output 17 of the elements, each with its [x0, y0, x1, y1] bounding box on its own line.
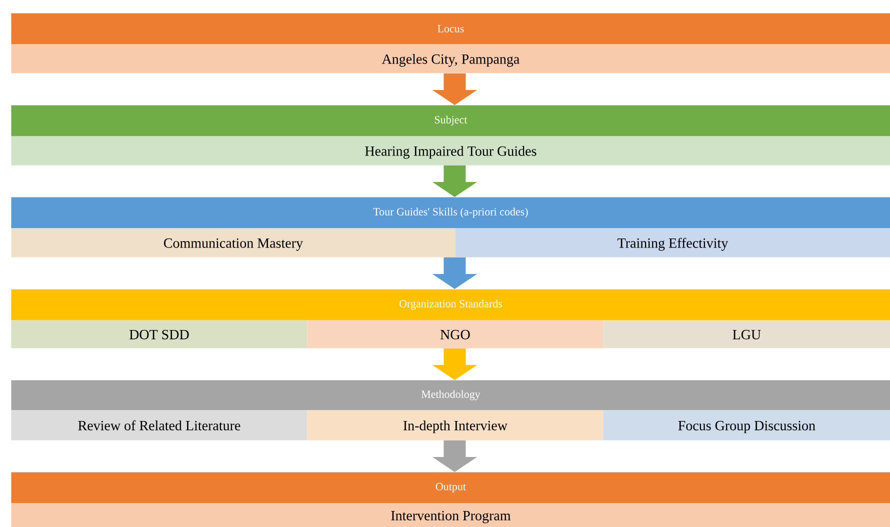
content-cell: Hearing Impaired Tour Guides: [11, 136, 890, 166]
section-header-bar: Tour Guides' Skills (a-priori codes): [11, 197, 890, 228]
section-header-bar: Methodology: [11, 380, 890, 410]
content-cell: Focus Group Discussion: [603, 410, 890, 440]
section-header-bar: Organization Standards: [11, 289, 890, 320]
content-cell: In-depth Interview: [307, 410, 604, 440]
content-cell: DOT SDD: [11, 320, 308, 348]
content-cell: Intervention Program: [11, 503, 890, 527]
content-cell: Review of Related Literature: [11, 410, 308, 440]
content-cell: LGU: [603, 320, 890, 348]
content-cell: Angeles City, Pampanga: [11, 44, 890, 74]
section-header-bar: Locus: [11, 13, 890, 44]
content-cell: NGO: [307, 320, 604, 348]
section-header-bar: Output: [11, 472, 890, 504]
section-header-bar: Subject: [11, 105, 890, 136]
content-cell: Communication Mastery: [11, 228, 456, 258]
content-cell: Training Effectivity: [455, 228, 890, 258]
